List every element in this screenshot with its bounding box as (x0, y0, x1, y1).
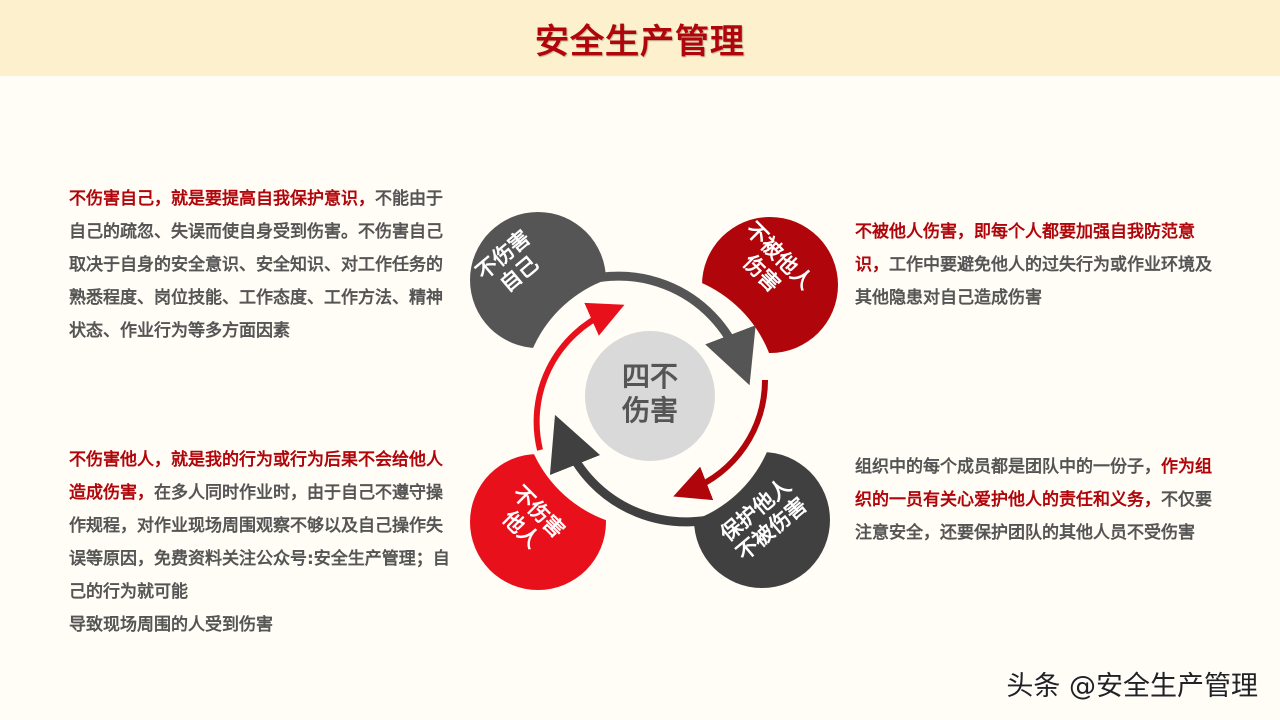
arrow-right (673, 379, 769, 501)
lead-text: 组织中的每个成员都是团队中的一份子， (855, 457, 1161, 477)
body-text: 工作中要避免他人的过失行为或作业环境及其他隐患对自己造成伤害 (855, 255, 1212, 308)
text-block-not-harm-self: 不伤害自己，就是要提高自我保护意识，不能由于自己的疏忽、失误而使自身受到伤害。不… (69, 183, 459, 348)
highlight-text: 作为组织的一员有关心爱护他人的责任和义务， (855, 457, 1212, 510)
center-circle (585, 331, 715, 461)
four-no-harm-diagram: 四不 伤害 不伤害 自己 不被他人 伤害 不伤害 他人 保护他人 不被伤害 (460, 200, 840, 590)
highlight-text: 不伤害自己，就是要提高自我保护意识， (69, 189, 375, 209)
page-title: 安全生产管理 (535, 21, 745, 62)
arrow-top (557, 271, 756, 386)
body-text: 不仅要注意安全，还要保护团队的其他人员不受伤害 (855, 490, 1212, 543)
text-block-protect-others: 组织中的每个成员都是团队中的一份子，作为组织的一员有关心爱护他人的责任和义务，不… (855, 451, 1225, 550)
body-text-last-line: 导致现场周围的人受到伤害 (69, 615, 273, 635)
arrow-left (533, 302, 625, 451)
watermark: 头条 @安全生产管理 (1006, 671, 1258, 702)
arrow-bottom (549, 414, 742, 527)
highlight-text: 不被他人伤害，即每个人都要加强自我防范意识， (855, 222, 1195, 275)
highlight-text: 不伤害他人，就是我的行为或行为后果不会给他人造成伤害， (69, 450, 443, 503)
diagram-graphics (470, 212, 838, 590)
body-text: 不能由于自己的疏忽、失误而使自身受到伤害。不伤害自己取决于自身的安全意识、安全知… (69, 189, 443, 341)
text-block-not-harmed-by-others: 不被他人伤害，即每个人都要加强自我防范意识，工作中要避免他人的过失行为或作业环境… (855, 216, 1225, 315)
text-block-not-harm-others: 不伤害他人，就是我的行为或行为后果不会给他人造成伤害，在多人同时作业时，由于自己… (69, 444, 459, 642)
header-bar: 安全生产管理 (0, 0, 1280, 76)
center-label: 四不 伤害 (621, 360, 678, 427)
body-text: 在多人同时作业时，由于自己不遵守操作规程，对作业现场周围观察不够以及自己操作失误… (69, 483, 450, 602)
